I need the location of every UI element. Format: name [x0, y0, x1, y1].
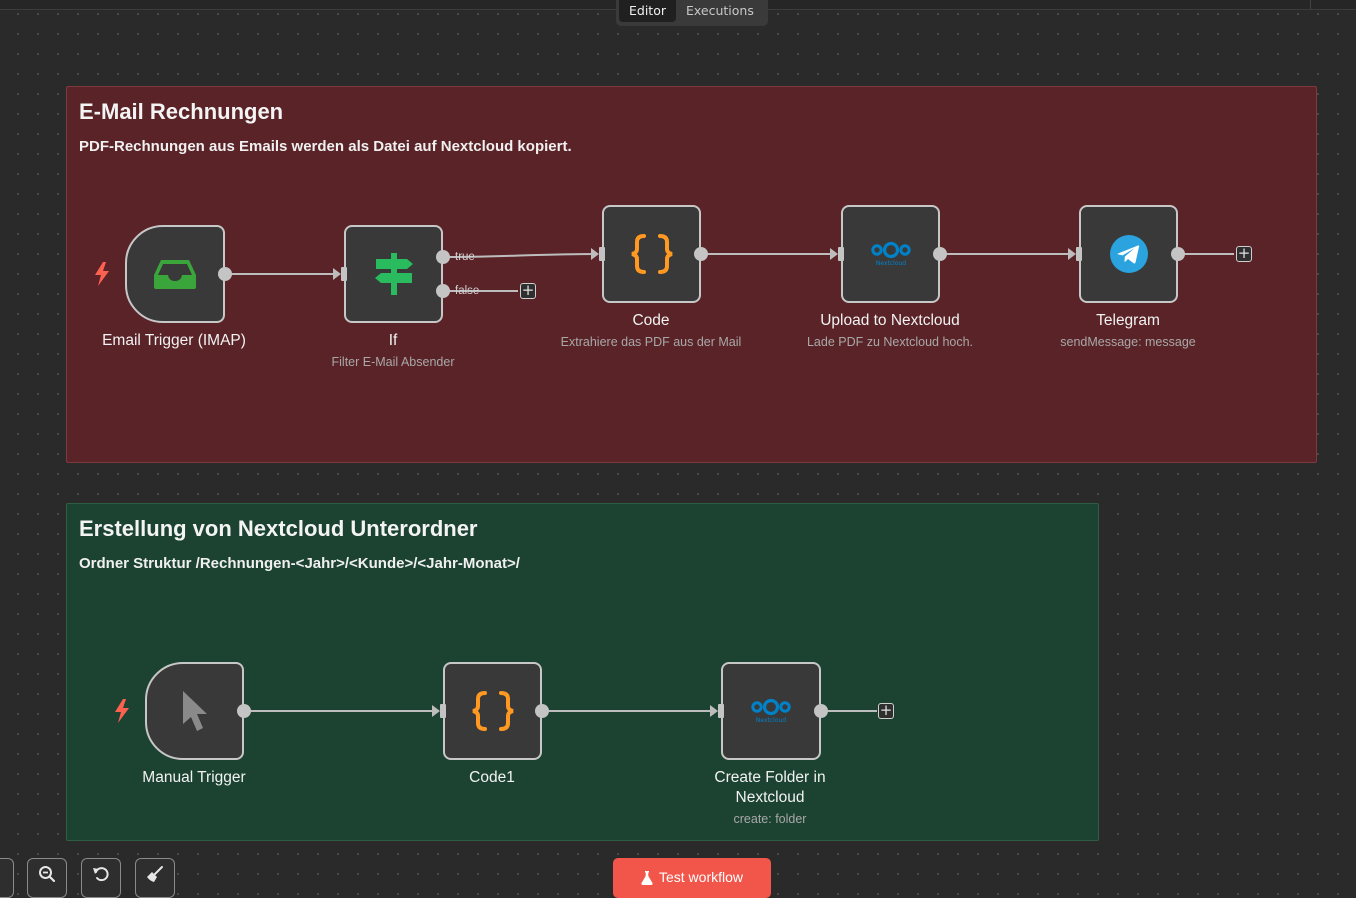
branch-label-true: true — [455, 251, 475, 263]
tab-executions[interactable]: Executions — [686, 3, 754, 18]
output-port[interactable] — [933, 247, 947, 261]
test-workflow-label: Test workflow — [658, 869, 744, 885]
broom-icon — [147, 866, 163, 882]
add-node-button[interactable]: + — [1236, 244, 1252, 262]
output-port-false[interactable] — [436, 284, 450, 298]
sticky-subtitle: PDF-Rechnungen aus Emails werden als Dat… — [79, 138, 572, 155]
nextcloud-icon: Nextcloud — [870, 241, 911, 267]
node-label-line1: Create Folder in — [714, 769, 826, 786]
node-label: Code1 — [469, 769, 515, 786]
tab-editor[interactable]: Editor — [619, 0, 676, 22]
node-email-trigger[interactable] — [125, 225, 225, 323]
trigger-bolt-icon — [95, 262, 109, 286]
test-workflow-button[interactable]: Test workflow — [613, 858, 771, 898]
sticky-title: Erstellung von Nextcloud Unterordner — [79, 516, 478, 541]
node-label: Manual Trigger — [142, 769, 246, 786]
tidy-up-button[interactable] — [135, 858, 175, 898]
output-port[interactable] — [237, 704, 251, 718]
node-code1[interactable] — [443, 662, 542, 760]
zoom-fit-button[interactable] — [0, 858, 14, 898]
nextcloud-wordmark: Nextcloud — [875, 260, 905, 267]
node-subtitle: Lade PDF zu Nextcloud hoch. — [806, 335, 974, 349]
input-port[interactable] — [718, 704, 724, 718]
output-port[interactable] — [218, 267, 232, 281]
node-label: Email Trigger (IMAP) — [102, 332, 246, 349]
node-subtitle: create: folder — [733, 812, 807, 826]
node-label: Code — [632, 312, 670, 329]
output-port[interactable] — [535, 704, 549, 718]
add-node-button[interactable]: + — [878, 701, 894, 719]
node-label: Upload to Nextcloud — [820, 312, 960, 329]
input-port[interactable] — [341, 267, 347, 281]
zoom-out-button[interactable] — [27, 858, 67, 898]
zoom-out-icon — [39, 866, 56, 883]
trigger-bolt-icon — [115, 699, 129, 723]
node-upload-nextcloud[interactable]: Nextcloud — [841, 205, 940, 303]
add-node-button[interactable]: + — [520, 281, 536, 299]
signpost-icon — [374, 253, 413, 295]
input-port[interactable] — [599, 247, 605, 261]
curly-braces-icon — [631, 234, 672, 274]
view-tabs: Editor Executions — [616, 0, 768, 26]
sticky-subtitle: Ordner Struktur /Rechnungen-<Jahr>/<Kund… — [79, 555, 520, 572]
node-subtitle: Filter E-Mail Absender — [331, 355, 455, 369]
node-subtitle: Extrahiere das PDF aus der Mail — [560, 335, 742, 349]
branch-label-false: false — [455, 285, 480, 297]
sticky-title: E-Mail Rechnungen — [79, 99, 284, 124]
input-port[interactable] — [440, 704, 446, 718]
telegram-icon — [1109, 235, 1148, 273]
curly-braces-icon — [472, 691, 513, 731]
output-port-true[interactable] — [436, 250, 450, 264]
node-if[interactable] — [344, 225, 443, 323]
input-port[interactable] — [838, 247, 844, 261]
node-manual-trigger[interactable] — [145, 662, 244, 760]
node-create-folder[interactable]: Nextcloud — [721, 662, 821, 760]
input-port[interactable] — [1076, 247, 1082, 261]
node-telegram[interactable] — [1079, 205, 1178, 303]
sticky-note-folders[interactable]: Erstellung von Nextcloud Unterordner Ord… — [66, 503, 1099, 841]
inbox-icon — [154, 260, 196, 289]
flask-icon — [641, 871, 653, 885]
output-port[interactable] — [814, 704, 828, 718]
node-label: Telegram — [1096, 312, 1160, 329]
top-bar-divider — [1310, 0, 1311, 9]
node-subtitle: sendMessage: message — [1060, 335, 1196, 349]
nextcloud-wordmark: Nextcloud — [756, 717, 786, 724]
node-code[interactable] — [602, 205, 701, 303]
cursor-icon — [182, 691, 207, 731]
output-port[interactable] — [1171, 247, 1185, 261]
nextcloud-icon: Nextcloud — [751, 698, 791, 724]
undo-icon — [93, 867, 109, 882]
node-label: If — [388, 332, 398, 349]
output-port[interactable] — [694, 247, 708, 261]
node-label-line2: Nextcloud — [735, 789, 805, 806]
reset-zoom-button[interactable] — [81, 858, 121, 898]
